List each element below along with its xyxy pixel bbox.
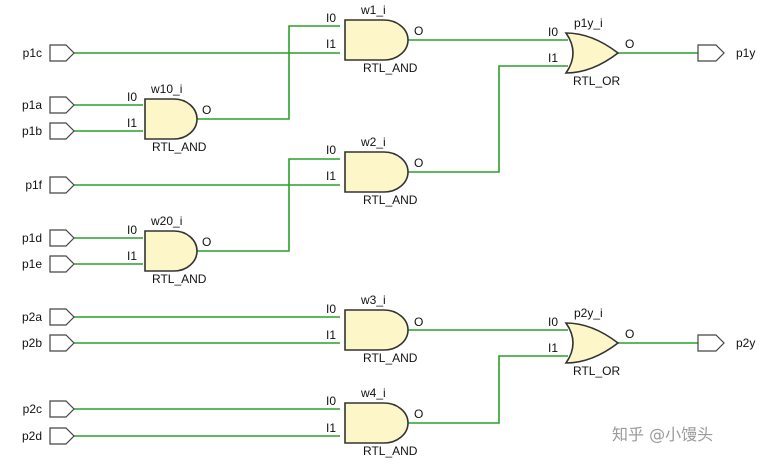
- output-port-arrow-icon: [697, 334, 725, 352]
- gate-pin-i1: I1: [548, 51, 558, 65]
- input-port-arrow-icon: [49, 96, 75, 114]
- output-port-p2y[interactable]: p2y: [697, 334, 755, 352]
- gate-instance-name: w4_i: [360, 386, 386, 400]
- wire-w20-w2: [196, 158, 340, 252]
- and-gate-w3[interactable]: w3_i I0 I1 O RTL_AND: [326, 293, 423, 365]
- and-gate-w1[interactable]: w1_i I0 I1 O RTL_AND: [326, 3, 423, 75]
- gate-pin-o: O: [202, 103, 211, 117]
- input-port-arrow-icon: [49, 122, 75, 140]
- wire-w10-w1: [196, 25, 340, 120]
- gate-pin-i1: I1: [548, 341, 558, 355]
- and-gate-w10[interactable]: w10_i I0 I1 O RTL_AND: [127, 82, 211, 154]
- input-port-p2b[interactable]: p2b: [22, 334, 75, 352]
- and-gate-body-icon: [344, 402, 409, 444]
- port-label-p2a: p2a: [22, 310, 42, 324]
- or-gate-p1y[interactable]: p1y_i I0 I1 O RTL_OR: [548, 16, 634, 88]
- gate-pin-o: O: [414, 315, 423, 329]
- gate-instance-name: w10_i: [150, 82, 182, 96]
- input-port-p1f[interactable]: p1f: [25, 176, 75, 194]
- gate-pin-i0: I0: [326, 394, 336, 408]
- port-label-p1e: p1e: [22, 257, 42, 271]
- gate-pin-i1: I1: [326, 328, 336, 342]
- gate-pin-o: O: [414, 24, 423, 38]
- gate-type: RTL_AND: [363, 351, 418, 365]
- input-port-arrow-icon: [49, 427, 75, 445]
- gate-pin-i0: I0: [326, 302, 336, 316]
- gate-pin-i0: I0: [548, 25, 558, 39]
- gate-type: RTL_AND: [152, 272, 207, 286]
- wires: [74, 25, 698, 437]
- gate-pin-o: O: [414, 407, 423, 421]
- gate-instance-name: p1y_i: [574, 16, 603, 30]
- gate-pin-i1: I1: [127, 249, 137, 263]
- port-label-p2b: p2b: [22, 336, 42, 350]
- and-gate-body-icon: [344, 19, 409, 61]
- watermark-text: 知乎 @小馒头: [612, 425, 713, 444]
- input-port-arrow-icon: [49, 176, 75, 194]
- and-gate-body-icon: [144, 98, 198, 140]
- port-label-p1c: p1c: [23, 46, 42, 60]
- gate-type: RTL_AND: [363, 193, 418, 207]
- input-port-p2a[interactable]: p2a: [22, 308, 75, 326]
- input-port-p1a[interactable]: p1a: [22, 96, 75, 114]
- input-port-p2c[interactable]: p2c: [23, 400, 75, 418]
- gate-pin-o: O: [625, 37, 634, 51]
- input-port-arrow-icon: [49, 334, 75, 352]
- gate-pin-o: O: [625, 327, 634, 341]
- input-port-arrow-icon: [49, 229, 75, 247]
- or-gate-body-icon: [564, 32, 620, 74]
- port-label-p1f: p1f: [25, 178, 42, 192]
- and-gate-body-icon: [344, 309, 409, 351]
- input-port-p2d[interactable]: p2d: [22, 427, 75, 445]
- gate-pin-i0: I0: [326, 11, 336, 25]
- gate-type: RTL_AND: [152, 140, 207, 154]
- input-port-p1d[interactable]: p1d: [22, 229, 75, 247]
- port-label-p2d: p2d: [22, 429, 42, 443]
- input-port-p1e[interactable]: p1e: [22, 255, 75, 273]
- port-label-p1y: p1y: [736, 46, 755, 60]
- gate-instance-name: w3_i: [360, 293, 386, 307]
- gate-pin-i1: I1: [326, 37, 336, 51]
- or-gate-body-icon: [564, 322, 620, 364]
- gate-pin-o: O: [414, 156, 423, 170]
- input-port-arrow-icon: [49, 400, 75, 418]
- port-label-p1a: p1a: [22, 98, 42, 112]
- gate-instance-name: w1_i: [360, 3, 386, 17]
- port-label-p1d: p1d: [22, 231, 42, 245]
- gate-pin-i0: I0: [548, 315, 558, 329]
- port-label-p2y: p2y: [736, 336, 755, 350]
- input-port-arrow-icon: [49, 255, 75, 273]
- gate-instance-name: w20_i: [150, 214, 182, 228]
- gate-pin-i0: I0: [326, 143, 336, 157]
- and-gate-body-icon: [344, 151, 409, 193]
- gate-type: RTL_OR: [573, 364, 620, 378]
- gate-type: RTL_AND: [363, 61, 418, 75]
- input-port-arrow-icon: [49, 44, 75, 62]
- gate-pin-i0: I0: [127, 223, 137, 237]
- port-label-p1b: p1b: [22, 124, 42, 138]
- and-gate-body-icon: [144, 230, 198, 272]
- and-gate-w2[interactable]: w2_i I0 I1 O RTL_AND: [326, 135, 423, 207]
- gate-instance-name: w2_i: [360, 135, 386, 149]
- or-gate-p2y[interactable]: p2y_i I0 I1 O RTL_OR: [548, 306, 634, 378]
- gate-instance-name: p2y_i: [574, 306, 603, 320]
- and-gate-w20[interactable]: w20_i I0 I1 O RTL_AND: [127, 214, 211, 286]
- gate-type: RTL_OR: [573, 74, 620, 88]
- gate-type: RTL_AND: [363, 444, 418, 458]
- gate-pin-i1: I1: [326, 421, 336, 435]
- output-port-arrow-icon: [697, 44, 725, 62]
- wire-w2-p1y: [408, 65, 568, 173]
- and-gate-w4[interactable]: w4_i I0 I1 O RTL_AND: [326, 386, 423, 458]
- gate-pin-i0: I0: [127, 90, 137, 104]
- input-port-p1c[interactable]: p1c: [23, 44, 75, 62]
- input-port-arrow-icon: [49, 308, 75, 326]
- output-port-p1y[interactable]: p1y: [697, 44, 755, 62]
- wire-w4-p2y: [408, 355, 568, 424]
- input-port-p1b[interactable]: p1b: [22, 122, 75, 140]
- gate-pin-i1: I1: [326, 169, 336, 183]
- port-label-p2c: p2c: [23, 402, 42, 416]
- gate-pin-i1: I1: [127, 116, 137, 130]
- gate-pin-o: O: [202, 235, 211, 249]
